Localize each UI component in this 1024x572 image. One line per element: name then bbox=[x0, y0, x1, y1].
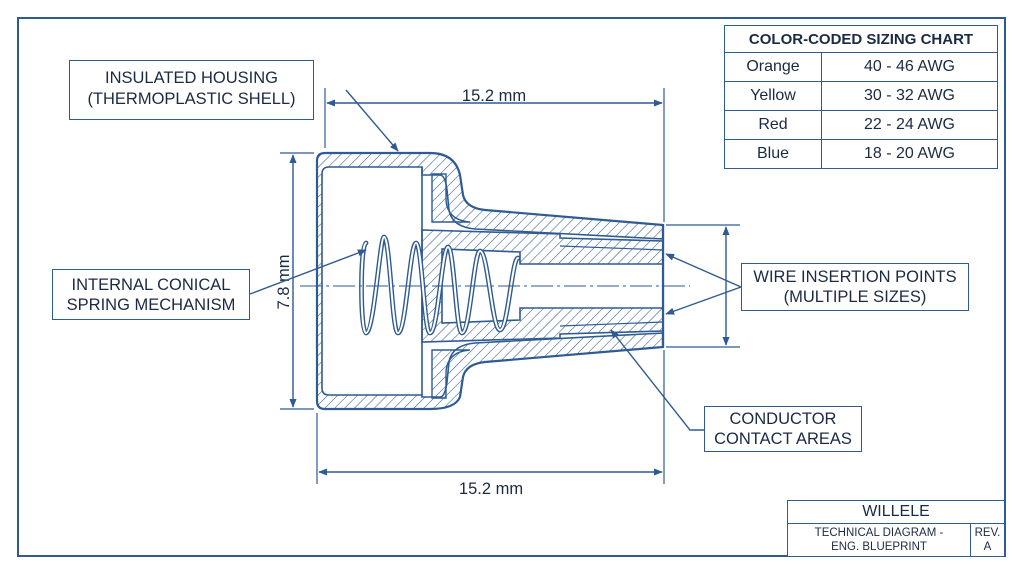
dimension-top bbox=[324, 88, 665, 222]
spring-leader bbox=[249, 249, 367, 295]
dimension-bottom bbox=[316, 350, 665, 484]
callout-contact-areas: CONDUCTOR CONTACT AREAS bbox=[704, 406, 862, 452]
contact-edge-bottom bbox=[559, 321, 664, 327]
housing-cavity bbox=[321, 166, 664, 398]
callout-contact-line-1: CONDUCTOR bbox=[729, 410, 837, 428]
title-block-description: TECHNICAL DIAGRAM - ENG. BLUEPRINT bbox=[788, 524, 971, 556]
sizing-awg-cell: 18 - 20 AWG bbox=[821, 139, 998, 169]
dimension-height bbox=[280, 152, 314, 410]
title-block: WILLELE TECHNICAL DIAGRAM - ENG. BLUEPRI… bbox=[787, 500, 1005, 557]
callout-contact-line-2: CONTACT AREAS bbox=[714, 430, 852, 448]
title-block-revision: REV. A bbox=[971, 524, 1004, 556]
contact-edge-top bbox=[559, 245, 664, 251]
title-block-description-line-2: ENG. BLUEPRINT bbox=[831, 541, 927, 553]
callout-housing-line-2: (THERMOPLASTIC SHELL) bbox=[87, 90, 296, 108]
sizing-color-cell: Orange bbox=[724, 52, 822, 82]
title-block-company: WILLELE bbox=[788, 501, 1004, 524]
title-block-row: TECHNICAL DIAGRAM - ENG. BLUEPRINT REV. … bbox=[788, 524, 1004, 556]
dimension-height-label: 7.8 mm bbox=[275, 254, 293, 309]
drawing-border bbox=[17, 17, 1006, 557]
opening-dimension bbox=[666, 224, 740, 348]
sizing-color-cell: Yellow bbox=[724, 81, 822, 111]
sizing-chart: COLOR-CODED SIZING CHART Orange 40 - 46 … bbox=[724, 25, 998, 169]
sizing-chart-row: Orange 40 - 46 AWG bbox=[724, 52, 998, 82]
title-block-revision-label: REV. bbox=[974, 527, 1001, 539]
sizing-awg-cell: 22 - 24 AWG bbox=[821, 110, 998, 140]
housing-leader bbox=[345, 89, 399, 152]
callout-spring-line-2: SPRING MECHANISM bbox=[66, 296, 236, 314]
callout-wire-insertion: WIRE INSERTION POINTS (MULTIPLE SIZES) bbox=[741, 263, 969, 311]
callout-wire-line-2: (MULTIPLE SIZES) bbox=[783, 288, 927, 306]
callout-spring-line-1: INTERNAL CONICAL bbox=[71, 276, 231, 294]
inner-sleeve bbox=[431, 173, 471, 399]
dimension-top-label: 15.2 mm bbox=[462, 87, 526, 105]
title-block-description-line-1: TECHNICAL DIAGRAM - bbox=[814, 527, 944, 539]
sizing-chart-header: COLOR-CODED SIZING CHART bbox=[724, 25, 998, 53]
contact-leader bbox=[610, 329, 704, 431]
internal-insert bbox=[421, 229, 664, 343]
sizing-chart-row: Red 22 - 24 AWG bbox=[724, 110, 998, 140]
conical-spring-core bbox=[360, 235, 519, 335]
callout-housing-line-1: INSULATED HOUSING bbox=[105, 69, 278, 87]
sizing-chart-title: COLOR-CODED SIZING CHART bbox=[724, 25, 998, 53]
sizing-awg-cell: 40 - 46 AWG bbox=[821, 52, 998, 82]
sizing-color-cell: Red bbox=[724, 110, 822, 140]
sizing-chart-row: Blue 18 - 20 AWG bbox=[724, 139, 998, 169]
dimension-bottom-label: 15.2 mm bbox=[459, 480, 523, 498]
callout-insulated-housing: INSULATED HOUSING (THERMOPLASTIC SHELL) bbox=[69, 60, 314, 120]
title-block-revision-value: A bbox=[983, 541, 992, 553]
wire-leader-bottom bbox=[665, 286, 742, 315]
callout-spring-mechanism: INTERNAL CONICAL SPRING MECHANISM bbox=[52, 269, 250, 320]
sizing-chart-row: Yellow 30 - 32 AWG bbox=[724, 81, 998, 111]
callout-wire-line-1: WIRE INSERTION POINTS bbox=[753, 268, 957, 286]
sizing-color-cell: Blue bbox=[724, 139, 822, 169]
sizing-awg-cell: 30 - 32 AWG bbox=[821, 81, 998, 111]
wire-leader-top bbox=[665, 253, 742, 288]
